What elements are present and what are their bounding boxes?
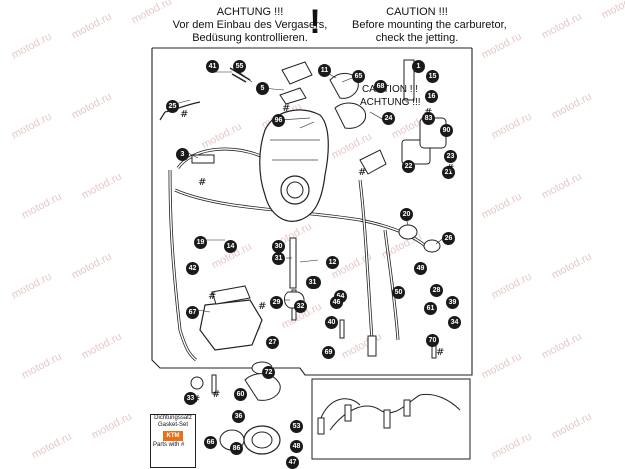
part-number-badge: 33 bbox=[184, 392, 197, 405]
part-number-badge: 48 bbox=[290, 440, 303, 453]
part-number-badge: 49 bbox=[414, 262, 427, 275]
part-number-badge: 26 bbox=[442, 232, 455, 245]
part-number-badge: 72 bbox=[262, 366, 275, 379]
part-number-badge: 1 bbox=[412, 60, 425, 73]
exclamation-icon: ! bbox=[309, 3, 321, 41]
gasket-set-label-de: Dichtungssatz bbox=[154, 415, 192, 421]
part-number-badge: 36 bbox=[232, 410, 245, 423]
part-number-badge: 32 bbox=[294, 300, 307, 313]
part-number-badge: 5 bbox=[256, 82, 269, 95]
gasket-set-box: Dichtungssatz Gasket-Set KTM Parts with … bbox=[150, 414, 196, 468]
part-number-badge: 83 bbox=[422, 112, 435, 125]
part-number-badge: 21 bbox=[442, 166, 455, 179]
hash-mark: # bbox=[192, 394, 201, 405]
part-number-badge: 34 bbox=[448, 316, 461, 329]
inner-caution-de: ACHTUNG !!! bbox=[360, 97, 421, 108]
part-number-badge: 55 bbox=[233, 60, 246, 73]
part-number-badge: 27 bbox=[266, 336, 279, 349]
hash-mark: # bbox=[358, 167, 367, 178]
part-number-badge: 3 bbox=[176, 148, 189, 161]
warning-german-line2: Vor dem Einbau des Vergasers, bbox=[172, 19, 328, 31]
part-number-badge: 96 bbox=[272, 114, 285, 127]
inner-caution-en: CAUTION !!! bbox=[361, 84, 419, 95]
part-number-badge: 65 bbox=[352, 70, 365, 83]
hash-mark: # bbox=[424, 107, 433, 118]
warning-english: CAUTION !!! Before mounting the carburet… bbox=[352, 6, 507, 45]
part-number-badge: 25 bbox=[166, 100, 179, 113]
part-number-badge: 15 bbox=[426, 70, 439, 83]
part-number-badge: 20 bbox=[400, 208, 413, 221]
part-number-badge: 31 bbox=[306, 276, 319, 289]
part-number-badge: 47 bbox=[286, 456, 299, 469]
part-number-badge: 24 bbox=[382, 112, 395, 125]
part-number-badge: 68 bbox=[374, 80, 387, 93]
hash-mark: # bbox=[208, 291, 217, 302]
part-number-badge: 41 bbox=[206, 60, 219, 73]
part-number-badge: 12 bbox=[326, 256, 339, 269]
part-number-badge: 28 bbox=[430, 284, 443, 297]
gasket-set-label-en: Gasket-Set bbox=[157, 422, 188, 428]
part-number-badge: 86 bbox=[230, 442, 243, 455]
parts-with-label: Parts with # bbox=[153, 442, 185, 448]
part-number-badge: 30 bbox=[272, 240, 285, 253]
warning-english-line3: check the jetting. bbox=[375, 32, 459, 44]
warning-german-line3: Bedüsung kontrollieren. bbox=[192, 32, 308, 44]
part-number-badge: 53 bbox=[290, 420, 303, 433]
part-number-badge: 42 bbox=[186, 262, 199, 275]
hash-mark: # bbox=[446, 163, 455, 174]
warning-german-title: ACHTUNG !!! bbox=[216, 6, 284, 18]
warning-german: ACHTUNG !!! Vor dem Einbau des Vergasers… bbox=[160, 6, 340, 45]
part-number-badge: 14 bbox=[224, 240, 237, 253]
part-number-badge: 16 bbox=[425, 90, 438, 103]
part-number-badge: 66 bbox=[204, 436, 217, 449]
part-number-badge: 67 bbox=[186, 306, 199, 319]
part-number-badge: 39 bbox=[446, 296, 459, 309]
hash-mark: # bbox=[198, 177, 207, 188]
part-number-badge: 69 bbox=[322, 346, 335, 359]
hash-mark: # bbox=[282, 103, 291, 114]
part-number-badge: 19 bbox=[194, 236, 207, 249]
part-number-badge: 29 bbox=[270, 296, 283, 309]
part-number-badge: 11 bbox=[318, 64, 331, 77]
part-number-badge: 31 bbox=[272, 252, 285, 265]
hash-mark: # bbox=[212, 389, 221, 400]
hash-mark: # bbox=[436, 347, 445, 358]
ktm-logo-icon: KTM bbox=[163, 431, 183, 441]
part-number-badge: 60 bbox=[234, 388, 247, 401]
part-number-badge: 90 bbox=[440, 124, 453, 137]
warning-english-title: CAUTION !!! bbox=[386, 6, 448, 18]
part-number-badge: 46 bbox=[330, 296, 343, 309]
part-number-badge: 22 bbox=[402, 160, 415, 173]
hash-mark: # bbox=[180, 109, 189, 120]
hash-mark: # bbox=[258, 301, 267, 312]
part-number-badge: 23 bbox=[444, 150, 457, 163]
part-number-badge: 61 bbox=[424, 302, 437, 315]
part-number-badge: 50 bbox=[392, 286, 405, 299]
part-number-badge: 70 bbox=[426, 334, 439, 347]
warning-english-line2: Before mounting the carburetor, bbox=[352, 19, 507, 31]
part-number-badge: 40 bbox=[325, 316, 338, 329]
